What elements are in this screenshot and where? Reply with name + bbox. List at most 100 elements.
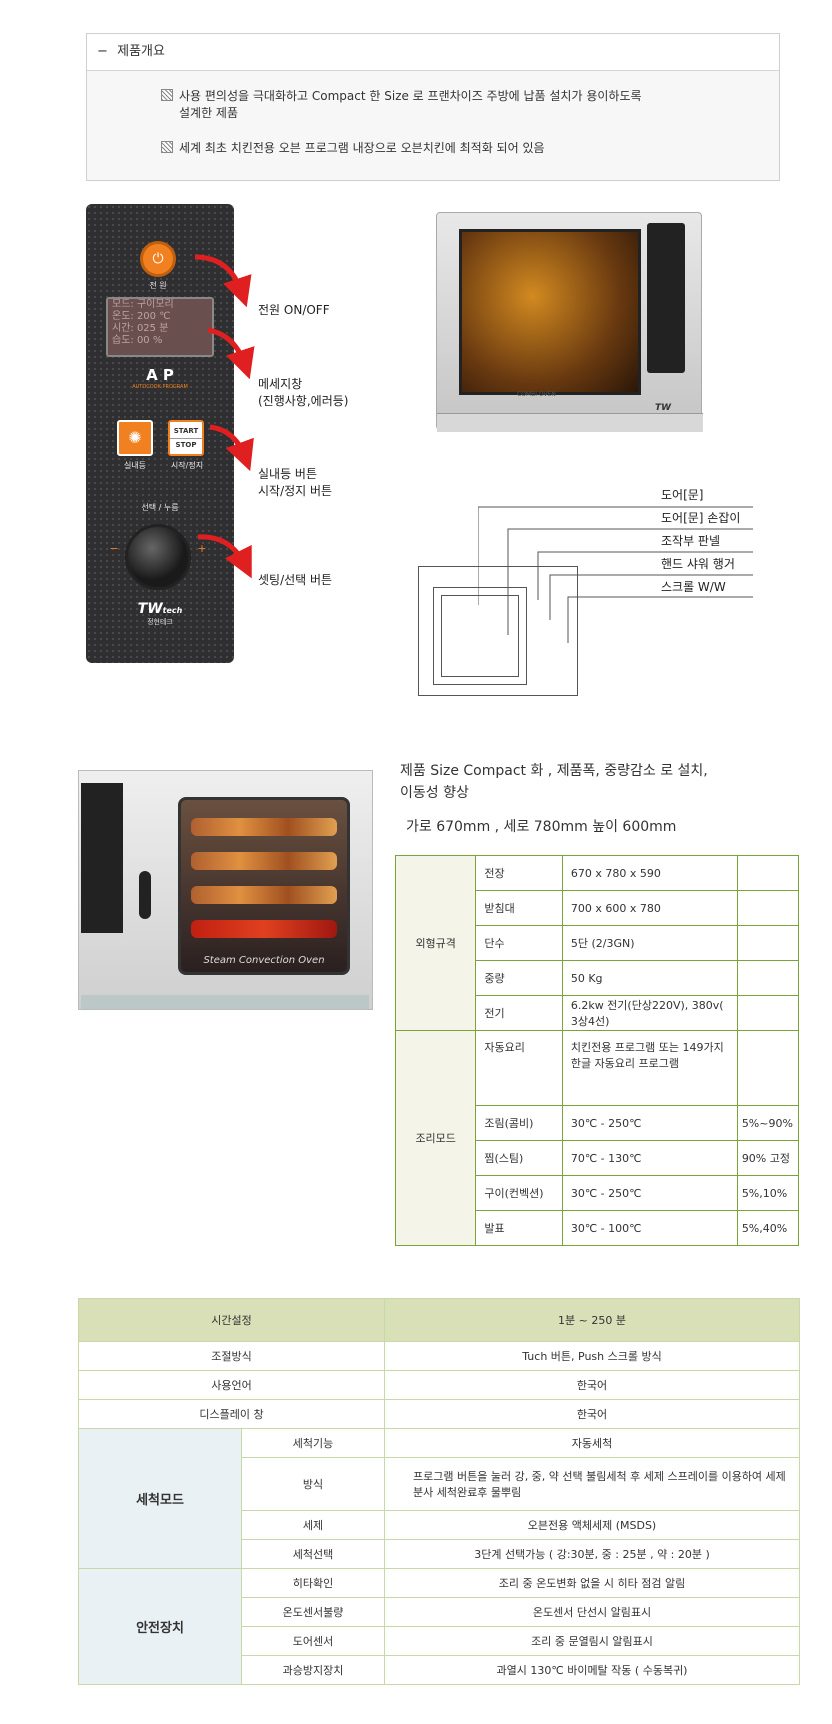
arrow-icon (194, 254, 252, 308)
feature-value: 과열시 130℃ 바이메탈 작동 ( 수동복귀) (384, 1655, 800, 1685)
minus-sign: − (109, 542, 119, 555)
overview-title: 제품개요 (117, 44, 165, 59)
bullet-icon (161, 89, 173, 101)
feature-key: 세제 (241, 1510, 385, 1540)
feature-value: 한국어 (384, 1399, 800, 1429)
feature-group-cell: 세척모드 (78, 1428, 242, 1569)
drawing-label-scroll: 스크롤 W/W (661, 580, 726, 594)
power-label: 전 원 (149, 281, 167, 290)
spec-cell: 6.2kw 전기(단상220V), 380v( 3상4선) (561, 995, 738, 1031)
light-label: 실내등 (123, 461, 147, 470)
feature-key: 히타확인 (241, 1568, 385, 1598)
light-bulb-icon: ✺ (117, 420, 153, 456)
callout-arrows (194, 254, 255, 579)
oven-handle (139, 871, 151, 919)
spec-cell (736, 890, 800, 926)
control-panel-image: ⏻ 전 원 모드: 구이모리 온도: 200 ℃ 시간: 025 분 습도: 0… (86, 204, 234, 663)
oven-line-drawing (418, 566, 578, 696)
spec-cell (736, 995, 800, 1031)
spec-group-cell: 외형규격 (394, 855, 477, 1031)
oven-control-panel (81, 783, 123, 933)
feature-value: 온도센서 단선시 알림표시 (384, 1597, 800, 1627)
spec-cell: 90% 고정 (736, 1140, 800, 1176)
oven-window: Steam Convection Oven (178, 797, 350, 975)
oven-food-photo: Steam Convection Oven (78, 770, 373, 1010)
overview-item-2: 세계 최초 치킨전용 오븐 프로그램 내장으로 오븐치킨에 최적화 되어 있음 (161, 140, 545, 157)
feature-key: 방식 (241, 1457, 385, 1511)
intro-text: 제품 Size Compact 화 , 제품폭, 중량감소 로 설치, 이동성 … (400, 763, 708, 801)
callout-setting: 셋팅/선택 버튼 (258, 573, 333, 587)
oven-window (459, 229, 641, 395)
spec-cell: 670 x 780 x 590 (561, 855, 738, 891)
feature-key: 과승방지장치 (241, 1655, 385, 1685)
product-overview-box: − 제품개요 사용 편의성을 극대화하고 Compact 한 Size 로 프랜… (86, 33, 780, 181)
bullet-icon (161, 141, 173, 153)
intro-dimensions: 가로 670mm , 세로 780mm 높이 600mm (406, 819, 677, 835)
spec-cell: 5단 (2/3GN) (561, 925, 738, 961)
callout-power: 전원 ON/OFF (258, 303, 330, 317)
overview-header[interactable]: − 제품개요 (87, 34, 779, 71)
arrow-icon (207, 327, 255, 380)
feature-value: 3단계 선택가능 ( 강:30분, 중 : 25분 , 약 : 20분 ) (384, 1539, 800, 1569)
feature-value: 자동세척 (384, 1428, 800, 1458)
spec-cell: 5%,10% (736, 1175, 800, 1211)
spec-cell: 700 x 600 x 780 (561, 890, 738, 926)
spec-cell: 30℃ - 250℃ (561, 1175, 738, 1211)
feature-value: 조리 중 문열림시 알림표시 (384, 1626, 800, 1656)
plus-sign: + (197, 542, 207, 555)
spec-cell: 5%,40% (736, 1210, 800, 1246)
spec-cell (736, 925, 800, 961)
feature-value: 한국어 (384, 1370, 800, 1400)
feature-key: 온도센서불량 (241, 1597, 385, 1627)
callout-display: 메세지창 (진행사항,에러등) (258, 377, 349, 408)
spec-cell (736, 1030, 800, 1106)
oven-photo: COMBI OVEN TW (436, 212, 703, 432)
overview-item-1: 사용 편의성을 극대화하고 Compact 한 Size 로 프랜차이즈 주방에… (161, 88, 642, 122)
start-stop-button-image: START STOP (168, 420, 204, 456)
feature-key: 세척선택 (241, 1539, 385, 1569)
oven-control-panel (647, 223, 685, 373)
lcd-display: 모드: 구이모리 온도: 200 ℃ 시간: 025 분 습도: 00 % (106, 297, 214, 357)
feature-key: 도어센서 (241, 1626, 385, 1656)
spec-cell (736, 960, 800, 996)
knob-icon (125, 524, 191, 590)
drawing-leader-lines (478, 506, 753, 643)
spec-cell: 30℃ - 250℃ (561, 1105, 738, 1141)
arrow-icon (209, 424, 254, 472)
spec-cell: 30℃ - 100℃ (561, 1210, 738, 1246)
feature-group-cell: 안전장치 (78, 1568, 242, 1685)
spec-cell: 5%~90% (736, 1105, 800, 1141)
feature-value: Tuch 버튼, Push 스크롤 방식 (384, 1341, 800, 1371)
select-label: 선택 / 누름 (141, 503, 179, 512)
collapse-icon[interactable]: − (97, 44, 108, 59)
spec-cell: 찜(스팀) (475, 1140, 563, 1176)
feature-value: 1분 ~ 250 분 (384, 1298, 800, 1342)
spec-cell: 치킨전용 프로그램 또는 149가지 한글 자동요리 프로그램 (561, 1030, 738, 1106)
feature-key: 디스플레이 창 (78, 1399, 385, 1429)
power-icon: ⏻ (140, 241, 176, 277)
spec-cell: 자동요리 (475, 1030, 563, 1106)
spec-cell: 70℃ - 130℃ (561, 1140, 738, 1176)
drawing-label-door: 도어[문] (661, 488, 704, 502)
spec-cell: 구이(컨벡션) (475, 1175, 563, 1211)
callout-buttons: 실내등 버튼 시작/정지 버튼 (258, 467, 333, 498)
spec-cell: 중량 (475, 960, 563, 996)
